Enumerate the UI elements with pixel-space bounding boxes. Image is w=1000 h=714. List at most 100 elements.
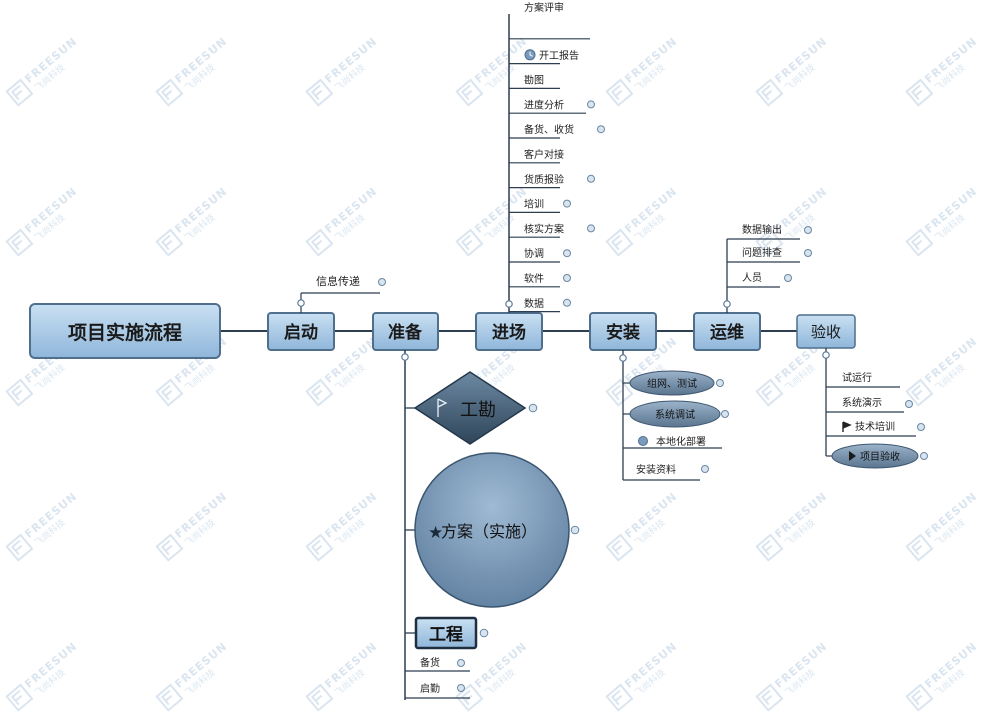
prepare-branch bbox=[401, 350, 416, 700]
accept-child-1[interactable]: 试运行 bbox=[826, 371, 900, 388]
onsite-child-2[interactable]: 开工报告 bbox=[509, 38, 590, 62]
watermark-logo-icon bbox=[305, 533, 334, 562]
operate-child-3[interactable]: 人员 bbox=[727, 272, 792, 288]
onsite-child-6[interactable]: 客户对接 bbox=[509, 137, 564, 161]
operate-child-label: 人员 bbox=[742, 272, 762, 284]
install-child-1[interactable]: 组网、测试 bbox=[623, 370, 724, 396]
root-node[interactable]: 项目实施流程 bbox=[29, 303, 221, 359]
watermark-logo-icon bbox=[305, 378, 334, 407]
engineering-child-2-label: 启勤 bbox=[420, 682, 440, 695]
expand-plus-icon[interactable] bbox=[917, 423, 925, 431]
collapse-dot-icon[interactable] bbox=[822, 351, 830, 359]
prepare-engineering-label: 工程 bbox=[429, 625, 463, 645]
expand-plus-icon[interactable] bbox=[804, 226, 812, 234]
onsite-child-8[interactable]: 培训 bbox=[509, 187, 571, 211]
watermark-logo-icon bbox=[605, 78, 634, 107]
expand-plus-icon[interactable] bbox=[563, 199, 571, 208]
onsite-child-5[interactable]: 备货、收货 bbox=[509, 112, 605, 136]
expand-plus-icon[interactable] bbox=[716, 379, 724, 387]
expand-plus-icon[interactable] bbox=[587, 100, 595, 109]
watermark-logo-icon bbox=[5, 78, 34, 107]
expand-plus-icon[interactable] bbox=[597, 125, 605, 134]
onsite-child-9[interactable]: 核实方案 bbox=[509, 211, 595, 235]
watermark-logo-icon bbox=[305, 683, 334, 712]
collapse-dot-icon[interactable] bbox=[723, 300, 731, 308]
expand-plus-icon[interactable] bbox=[563, 274, 571, 282]
collapse-dot-icon[interactable] bbox=[619, 354, 627, 362]
expand-plus-icon[interactable] bbox=[457, 659, 465, 667]
watermark-logo-icon bbox=[905, 683, 934, 712]
collapse-dot-icon[interactable] bbox=[401, 353, 409, 361]
status-dot-icon bbox=[638, 436, 648, 446]
node-operate-label: 运维 bbox=[710, 322, 744, 343]
node-operate[interactable]: 运维 bbox=[693, 312, 761, 351]
node-prepare[interactable]: 准备 bbox=[372, 312, 439, 351]
onsite-child-7[interactable]: 货质报验 bbox=[509, 162, 595, 186]
operate-child-2[interactable]: 问题排查 bbox=[727, 246, 812, 263]
node-install[interactable]: 安装 bbox=[589, 312, 657, 351]
watermark-logo-icon bbox=[5, 533, 34, 562]
prepare-survey-node[interactable]: 工勘 bbox=[413, 371, 538, 445]
expand-plus-icon[interactable] bbox=[378, 278, 386, 286]
expand-plus-icon[interactable] bbox=[563, 249, 571, 258]
watermark-logo-icon bbox=[305, 78, 334, 107]
watermark-logo-icon bbox=[155, 683, 184, 712]
engineering-child-2[interactable]: 启勤 bbox=[405, 682, 470, 699]
expand-plus-icon[interactable] bbox=[587, 224, 595, 233]
accept-child-2[interactable]: 系统演示 bbox=[826, 396, 913, 413]
expand-plus-icon[interactable] bbox=[587, 174, 595, 183]
operate-child-label: 数据输出 bbox=[742, 223, 782, 236]
onsite-child-label: 核实方案 bbox=[524, 222, 564, 235]
expand-plus-icon[interactable] bbox=[479, 628, 489, 638]
prepare-plan-label: 方案（实施） bbox=[441, 522, 537, 541]
accept-child-4[interactable]: 项目验收 bbox=[826, 443, 928, 469]
expand-plus-icon[interactable] bbox=[784, 274, 792, 282]
expand-plus-icon[interactable] bbox=[457, 684, 465, 692]
node-onsite[interactable]: 进场 bbox=[475, 312, 543, 351]
onsite-child-1[interactable]: 方案评审 bbox=[524, 1, 564, 14]
accept-child-2-label: 系统演示 bbox=[842, 396, 882, 409]
onsite-child-10[interactable]: 协调 bbox=[509, 236, 571, 260]
operate-child-1[interactable]: 数据输出 bbox=[727, 223, 812, 240]
accept-branch bbox=[822, 348, 830, 456]
prepare-engineering-node[interactable]: 工程 bbox=[414, 616, 489, 650]
expand-plus-icon[interactable] bbox=[563, 298, 571, 307]
expand-plus-icon[interactable] bbox=[920, 452, 928, 460]
star-icon: ★ bbox=[428, 523, 443, 543]
expand-plus-icon[interactable] bbox=[701, 465, 709, 473]
expand-plus-icon[interactable] bbox=[570, 525, 580, 535]
node-onsite-label: 进场 bbox=[492, 323, 526, 343]
node-startup[interactable]: 启动 bbox=[267, 312, 335, 351]
node-accept[interactable]: 验收 bbox=[796, 314, 856, 349]
startup-child-label: 信息传递 bbox=[316, 274, 360, 288]
onsite-child-4[interactable]: 进度分析 bbox=[509, 87, 595, 111]
onsite-child-label: 进度分析 bbox=[524, 98, 564, 111]
onsite-child-3[interactable]: 勘图 bbox=[509, 62, 560, 87]
collapse-dot-icon[interactable] bbox=[297, 299, 305, 307]
expand-plus-icon[interactable] bbox=[528, 403, 538, 413]
prepare-plan-node[interactable]: ★ 方案（实施） bbox=[414, 452, 580, 608]
expand-plus-icon[interactable] bbox=[721, 410, 729, 418]
onsite-child-11[interactable]: 软件 bbox=[509, 261, 571, 285]
engineering-child-1[interactable]: 备货 bbox=[405, 656, 470, 672]
collapse-dot-icon[interactable] bbox=[505, 300, 513, 308]
expand-plus-icon[interactable] bbox=[804, 249, 812, 257]
install-child-4[interactable]: 安装资料 bbox=[623, 463, 709, 481]
watermark-logo-icon bbox=[305, 228, 334, 257]
install-child-2[interactable]: 系统调试 bbox=[623, 400, 729, 428]
onsite-child-label: 开工报告 bbox=[539, 49, 579, 62]
node-accept-label: 验收 bbox=[811, 323, 841, 341]
install-child-3[interactable]: 本地化部署 bbox=[623, 435, 722, 449]
accept-child-3[interactable]: 技术培训 bbox=[826, 420, 925, 437]
expand-plus-icon[interactable] bbox=[905, 400, 913, 408]
onsite-child-12[interactable]: 数据 bbox=[509, 286, 571, 310]
